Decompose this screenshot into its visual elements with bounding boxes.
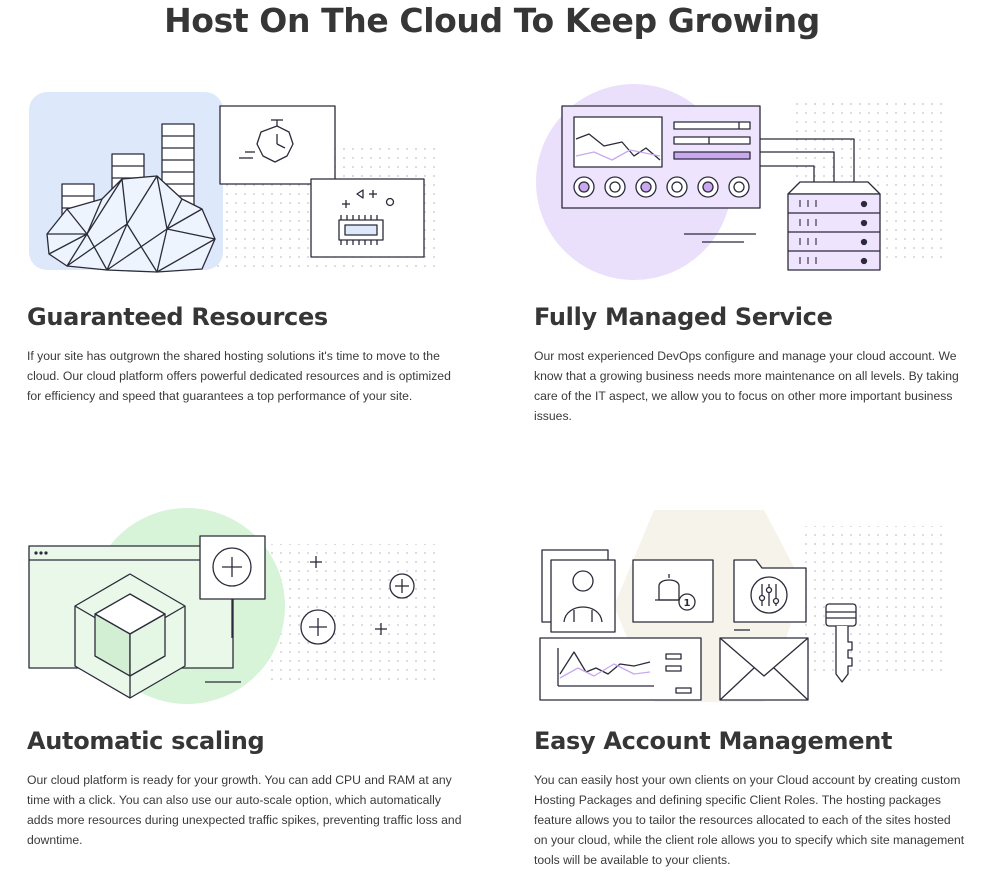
- feature-title: Easy Account Management: [534, 727, 893, 755]
- cloud-resources-illustration: [27, 84, 447, 280]
- feature-title: Fully Managed Service: [534, 303, 833, 331]
- feature-title: Automatic scaling: [27, 727, 265, 755]
- page-title: Host On The Cloud To Keep Growing: [164, 1, 820, 40]
- scaling-cube-illustration: [27, 506, 447, 706]
- managed-server-illustration: [534, 84, 954, 280]
- feature-description: If your site has outgrown the shared hos…: [27, 349, 451, 403]
- feature-title: Guaranteed Resources: [27, 303, 328, 331]
- feature-description: Our most experienced DevOps configure an…: [534, 349, 959, 423]
- account-management-illustration: 1: [534, 506, 954, 706]
- notification-count-badge: 1: [684, 598, 691, 609]
- feature-description: Our cloud platform is ready for your gro…: [27, 773, 462, 847]
- feature-description: You can easily host your own clients on …: [534, 773, 965, 867]
